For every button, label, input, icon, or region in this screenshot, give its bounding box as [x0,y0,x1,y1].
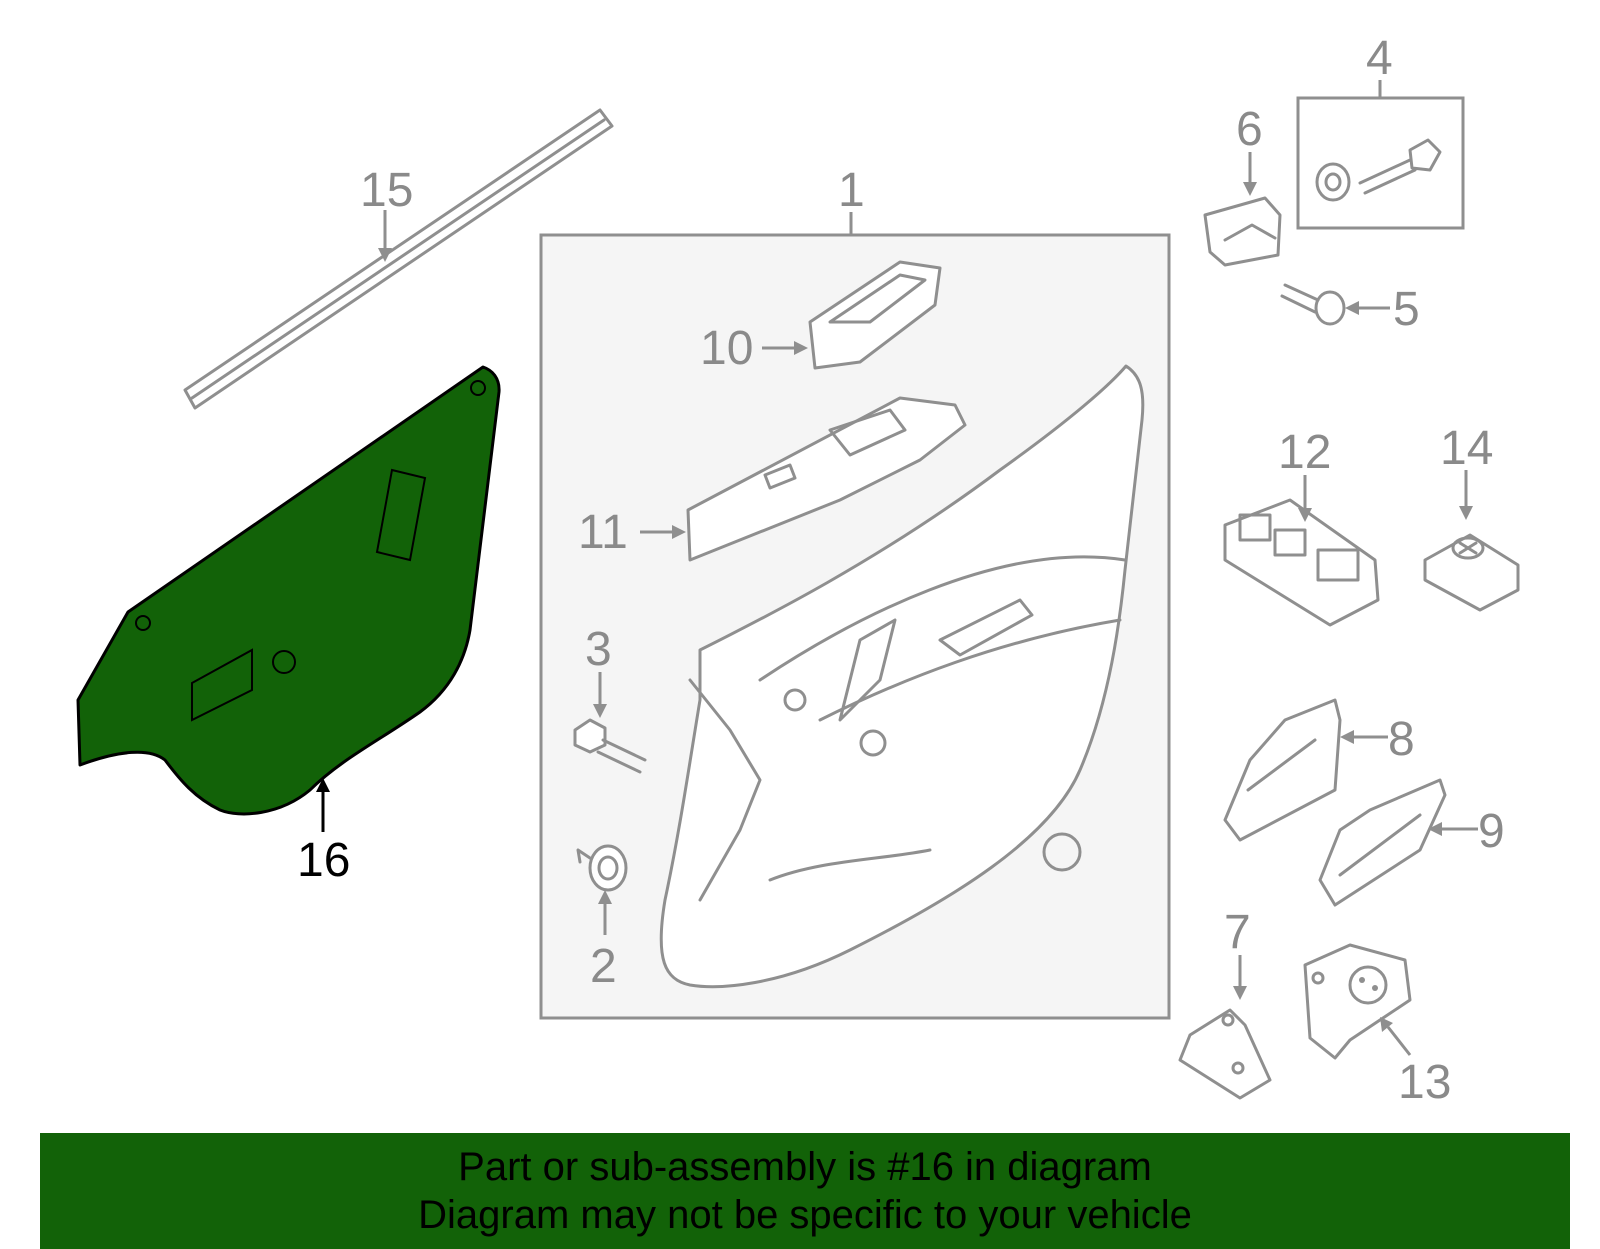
callout-13-label: 13 [1398,1056,1451,1109]
callout-12: 12 [1278,426,1331,522]
callout-1-label: 1 [838,164,865,217]
callout-16: 16 [297,778,350,887]
part-6-bracket[interactable] [1203,196,1282,267]
info-banner: Part or sub-assembly is #16 in diagram D… [40,1133,1570,1249]
part-11-switch-bezel[interactable] [686,396,967,562]
banner-line-1: Part or sub-assembly is #16 in diagram [458,1145,1152,1189]
callout-9-label: 9 [1478,805,1505,858]
part-8-bracket[interactable] [1223,698,1342,842]
callout-8-label: 8 [1388,713,1415,766]
callout-5: 5 [1345,283,1420,336]
callout-12-label: 12 [1278,426,1331,479]
part-16-deflector[interactable] [76,365,501,816]
callout-11-label: 11 [578,506,628,559]
callout-16-label: 16 [297,834,350,887]
part-2-clip[interactable] [576,844,628,892]
part-4-fastener-kit[interactable] [1296,96,1465,230]
callout-2: 2 [590,890,617,993]
callout-5-label: 5 [1393,283,1420,336]
callout-4-label: 4 [1366,32,1393,85]
part-3-bolt[interactable] [573,718,647,774]
callout-10-label: 10 [700,322,753,375]
callout-8: 8 [1340,713,1415,766]
part-15-weatherstrip[interactable] [183,108,614,410]
callout-3: 3 [585,623,612,718]
part-7-bracket[interactable] [1178,1008,1272,1100]
callout-14: 14 [1440,422,1493,520]
callout-6: 6 [1236,103,1263,196]
part-5-screw[interactable] [1280,283,1346,326]
callout-3-label: 3 [585,623,612,676]
part-13-speaker-bracket[interactable] [1303,943,1412,1060]
callout-2-label: 2 [590,940,617,993]
part-14-mirror-switch[interactable] [1423,533,1520,612]
callout-10: 10 [700,322,808,375]
part-1-door-trim-panel[interactable] [539,233,1171,1020]
callout-7: 7 [1224,906,1251,1000]
callout-4: 4 [1366,32,1393,98]
callout-14-label: 14 [1440,422,1493,475]
part-10-handle-bezel[interactable] [808,260,942,370]
callout-15: 15 [360,164,413,262]
banner-line-2: Diagram may not be specific to your vehi… [418,1193,1192,1237]
part-12-window-switch[interactable] [1223,498,1380,627]
callout-13: 13 [1380,1017,1451,1109]
callout-7-label: 7 [1224,906,1251,959]
callout-11: 11 [578,506,686,559]
part-9-bracket[interactable] [1318,778,1447,907]
callout-1: 1 [838,164,865,235]
callout-6-label: 6 [1236,103,1263,156]
callout-9: 9 [1428,805,1505,858]
callout-15-label: 15 [360,164,413,217]
